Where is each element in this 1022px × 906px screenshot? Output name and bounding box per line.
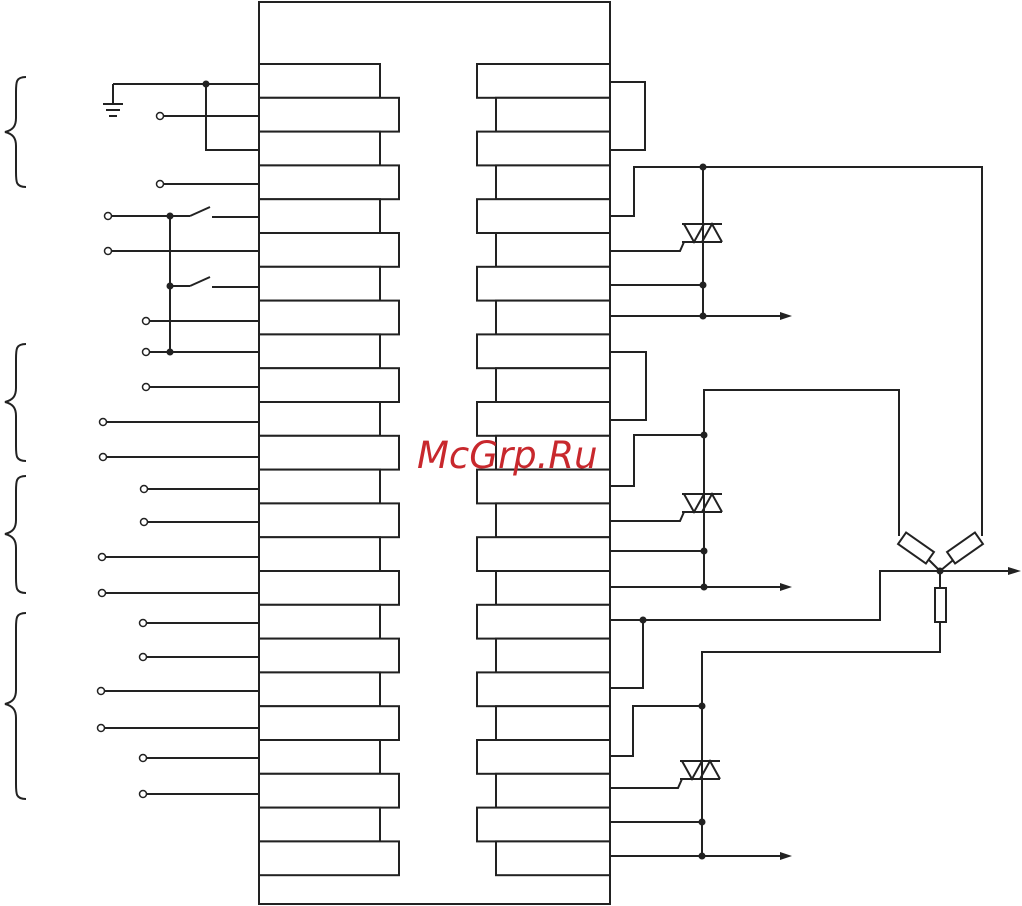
left-terminal-block [259,774,399,808]
arrow-icon [780,852,792,860]
left-terminal-block [259,402,380,436]
arrow-icon [780,312,792,320]
left-terminal-block [259,98,399,132]
ground-icon [103,104,123,116]
left-terminal-block [259,706,399,740]
left-terminal-block [259,470,380,504]
left-terminal-block [259,605,380,639]
left-terminal-block [259,64,380,98]
right-terminal-block [477,740,610,774]
triac-icon [682,494,722,512]
brace-icon [5,613,26,799]
right-terminal-block [496,368,610,402]
right-terminal-block [477,537,610,571]
left-terminal-block [259,808,380,842]
resistor-icon [947,533,983,564]
switch-icon [190,277,210,286]
brace-icon [5,344,26,461]
left-wiring [98,81,260,798]
right-terminal-block [496,706,610,740]
left-terminal-block [259,537,380,571]
left-terminal-block [259,841,399,875]
brace-icon [5,476,26,593]
right-terminal-block [496,233,610,267]
right-terminal-block [496,165,610,199]
right-wiring [610,82,1010,860]
right-terminal-block [477,334,610,368]
left-terminal-block [259,639,399,673]
right-terminal-block [477,132,610,166]
brace-icon [5,77,26,187]
left-terminal-block [259,436,399,470]
right-terminal-block [496,774,610,808]
right-terminal-block [477,267,610,301]
left-terminal-block [259,334,380,368]
left-terminal-block [259,368,399,402]
left-terminal-block [259,740,380,774]
left-terminal-block [259,165,399,199]
left-terminal-block [259,301,399,335]
left-terminal-block [259,672,380,706]
arrow-icon [1008,567,1021,575]
resistor-icon [898,533,934,564]
right-terminal-block [496,639,610,673]
right-terminal-block [477,199,610,233]
left-terminal-block [259,503,399,537]
right-terminal-block [477,672,610,706]
watermark: McGrp.Ru [417,434,598,477]
left-terminal-block [259,199,380,233]
arrow-icon [780,583,792,591]
right-terminal-block [496,841,610,875]
right-terminal-block [477,605,610,639]
right-terminal-block [496,503,610,537]
right-terminal-block [496,301,610,335]
left-terminal-block [259,233,399,267]
triac-icon [680,761,720,779]
right-terminal-block [477,64,610,98]
switch-icon [190,207,210,216]
right-terminal-block [496,571,610,605]
right-terminal-block [477,808,610,842]
left-terminal-block [259,267,380,301]
right-terminal-block [496,98,610,132]
right-terminal-block [477,402,610,436]
left-terminal-strip [259,64,399,875]
left-terminal-block [259,571,399,605]
resistor-icon [935,588,946,622]
left-terminal-block [259,132,380,166]
